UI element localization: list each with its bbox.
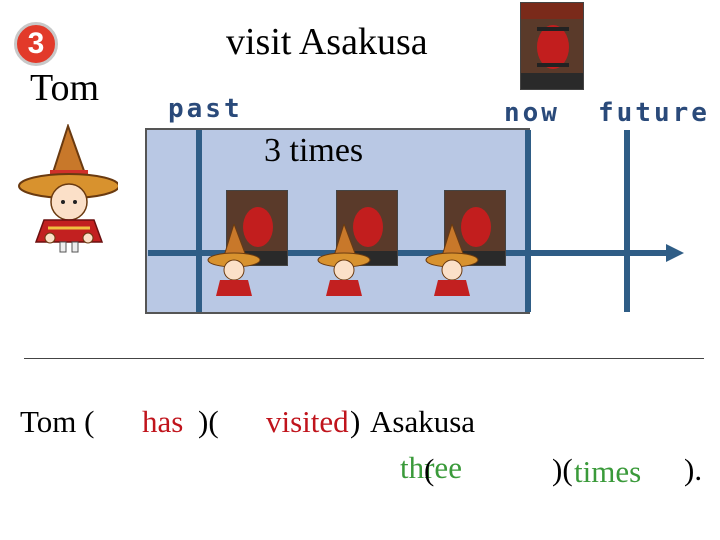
- future-label: future: [598, 98, 710, 128]
- answer-has: has: [142, 404, 184, 439]
- visit-3: [424, 190, 508, 304]
- past-label: past: [168, 94, 243, 124]
- tom-sombrero-icon: [206, 222, 262, 307]
- sentence-close4: ).: [684, 452, 703, 487]
- answer-three: three: [400, 450, 462, 485]
- timeline-arrow-icon: [666, 244, 684, 262]
- now-marker-line: [525, 130, 531, 312]
- answer-visited: visited: [266, 404, 349, 439]
- page-title: visit Asakusa: [226, 21, 428, 63]
- person-name: Tom: [30, 67, 100, 109]
- tom-sombrero-icon: [424, 222, 480, 307]
- asakusa-gate-photo: [336, 190, 398, 266]
- divider: [24, 358, 704, 359]
- asakusa-gate-photo: [520, 2, 584, 90]
- sentence-paren-mid: )(: [198, 404, 219, 439]
- sentence-subject: Tom (: [20, 404, 95, 439]
- tom-sombrero-icon: [14, 122, 120, 254]
- visit-2: [316, 190, 400, 304]
- sentence-object: Asakusa: [370, 404, 476, 439]
- sentence-open3: (: [424, 452, 435, 487]
- number-badge: 3: [14, 22, 58, 66]
- past-marker-line: [196, 130, 202, 312]
- answer-times: times: [574, 454, 642, 489]
- sentence-close3: )(: [552, 452, 573, 487]
- timeline-axis: [148, 250, 668, 256]
- count-label: 3 times: [264, 132, 364, 169]
- visit-1: [206, 190, 290, 304]
- tom-sombrero-icon: [316, 222, 372, 307]
- now-label: now: [504, 98, 560, 128]
- future-marker-line: [624, 130, 630, 312]
- sentence-close2: ): [350, 404, 361, 439]
